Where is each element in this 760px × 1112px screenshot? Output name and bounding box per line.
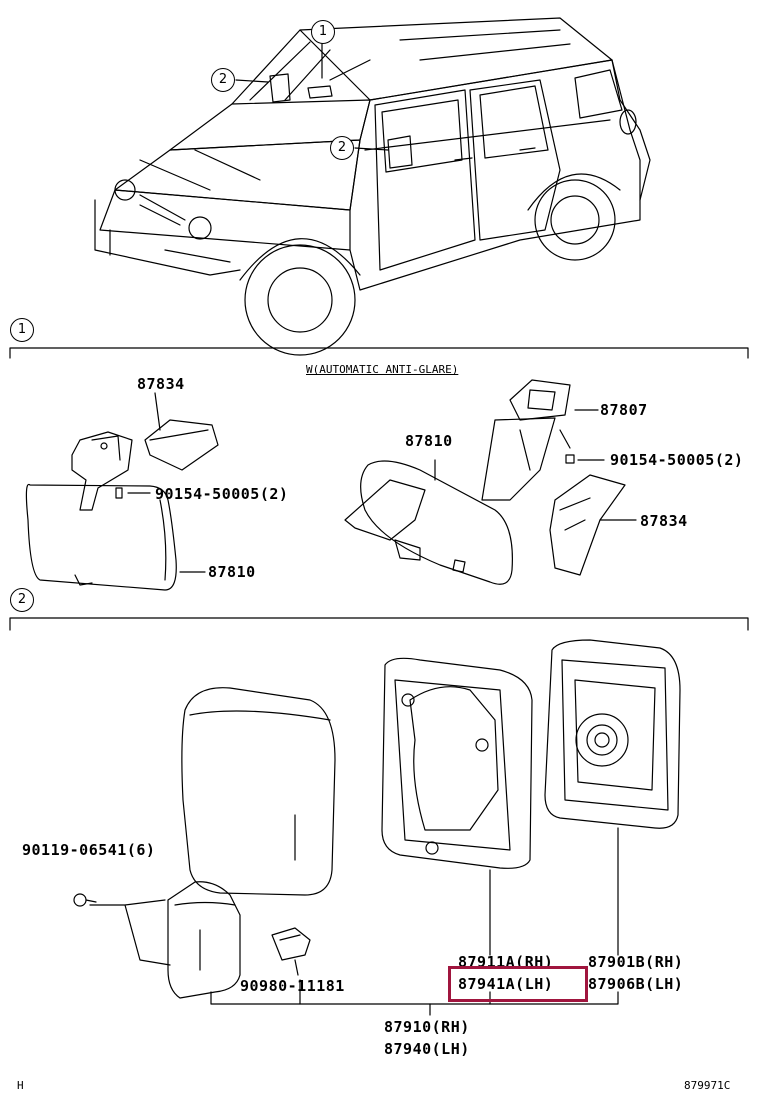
highlight-box: [448, 966, 588, 1002]
section1-badge: 1: [10, 318, 34, 342]
inner-mirror-left: [25, 392, 219, 591]
part-87940[interactable]: 87940(LH): [384, 1040, 470, 1058]
part-90154-b[interactable]: 90154-50005(2): [610, 451, 744, 469]
part-87807[interactable]: 87807: [600, 401, 648, 419]
part-87810-b[interactable]: 87810: [405, 432, 453, 450]
part-87834-a[interactable]: 87834: [137, 375, 185, 393]
part-90980[interactable]: 90980-11181: [240, 977, 345, 995]
callout-2: 2: [330, 136, 354, 160]
part-87834-b[interactable]: 87834: [640, 512, 688, 530]
footer-left-code: H: [17, 1079, 24, 1092]
inner-mirror-right: [344, 379, 637, 585]
part-87906[interactable]: 87906B(LH): [588, 975, 684, 993]
assembly-leaders: [299, 979, 491, 1016]
callout-2: 2: [211, 68, 235, 92]
outer-mirror: [73, 687, 336, 999]
callout-1: 1: [311, 20, 335, 44]
part-90154-a[interactable]: 90154-50005(2): [155, 485, 289, 503]
mirror-cover: [544, 639, 681, 956]
vehicle-illustration: [94, 17, 651, 356]
mirror-glass: [381, 657, 533, 956]
footer-diagram-code: 879971C: [684, 1079, 731, 1092]
part-87910[interactable]: 87910(RH): [384, 1018, 470, 1036]
part-87810-a[interactable]: 87810: [208, 563, 256, 581]
part-87941[interactable]: 87941A(LH): [458, 975, 554, 993]
section1-note: W(AUTOMATIC ANTI-GLARE): [306, 363, 459, 376]
section2-bracket: [9, 617, 749, 631]
section1-bracket: [9, 347, 749, 359]
part-90119[interactable]: 90119-06541(6): [22, 841, 156, 859]
part-87901[interactable]: 87901B(RH): [588, 953, 684, 971]
assembly-bracket: [210, 991, 619, 1005]
section2-badge: 2: [10, 588, 34, 612]
